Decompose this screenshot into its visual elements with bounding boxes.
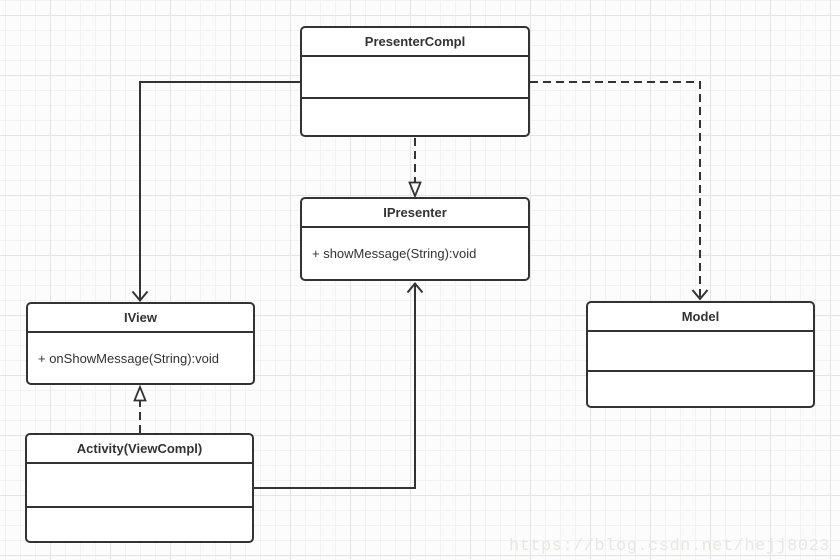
class-title: PresenterCompl [302,28,528,57]
connector-presentercompl-to-model [530,81,709,301]
class-attributes-compartment [588,332,813,372]
hollow-triangle-arrowhead-icon [408,181,422,199]
class-methods-compartment [27,508,252,541]
class-title: Model [588,303,813,332]
class-title: IPresenter [302,199,528,228]
class-title: Activity(ViewCompl) [27,435,252,464]
class-methods-compartment [588,372,813,406]
class-attributes-compartment [302,57,528,99]
class-methods-compartment [302,99,528,135]
class-title: IView [28,304,253,333]
hollow-triangle-arrowhead-icon [133,384,147,402]
connector-presentercompl-to-ipresenter [408,138,422,199]
open-arrowhead-icon [131,290,149,303]
class-attributes-compartment [27,464,252,508]
class-box-activity-viewcompl: Activity(ViewCompl) [25,433,254,543]
class-box-presentercompl: PresenterCompl [300,26,530,137]
open-arrowhead-icon [691,289,709,301]
connector-activity-to-ipresenter [254,281,424,489]
open-arrowhead-icon [406,281,424,294]
class-box-iview: IView + onShowMessage(String):void [26,302,255,385]
connector-presentercompl-to-iview [131,81,300,303]
class-box-model: Model [586,301,815,408]
class-member: + onShowMessage(String):void [38,350,220,366]
connector-activity-to-iview [133,384,147,433]
class-member: + showMessage(String):void [312,246,477,261]
class-box-ipresenter: IPresenter + showMessage(String):void [300,197,530,281]
watermark: https://blog.csdn.net/hejj8023 [508,537,830,556]
